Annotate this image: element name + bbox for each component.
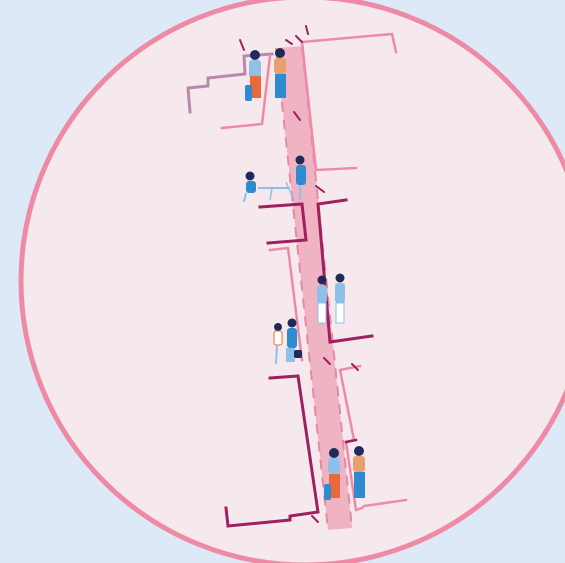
stroller-pair-icon (273, 318, 302, 365)
wall-low-right-2 (344, 438, 358, 444)
wall-left-2 (268, 246, 304, 362)
standing-pair-icon (317, 273, 345, 324)
walking-pair-icon (245, 48, 286, 101)
seated-pair-icon (243, 155, 306, 203)
wall-mid-left (258, 202, 308, 245)
wall-top-left (186, 52, 274, 114)
entrance-marks (239, 25, 359, 523)
wall-left-1 (220, 54, 272, 130)
walking-pair-bottom-icon (324, 446, 365, 500)
wall-mid-right (316, 198, 374, 344)
wall-low-right (338, 364, 408, 512)
building-outlines (186, 32, 408, 528)
wall-low-left (224, 374, 320, 528)
